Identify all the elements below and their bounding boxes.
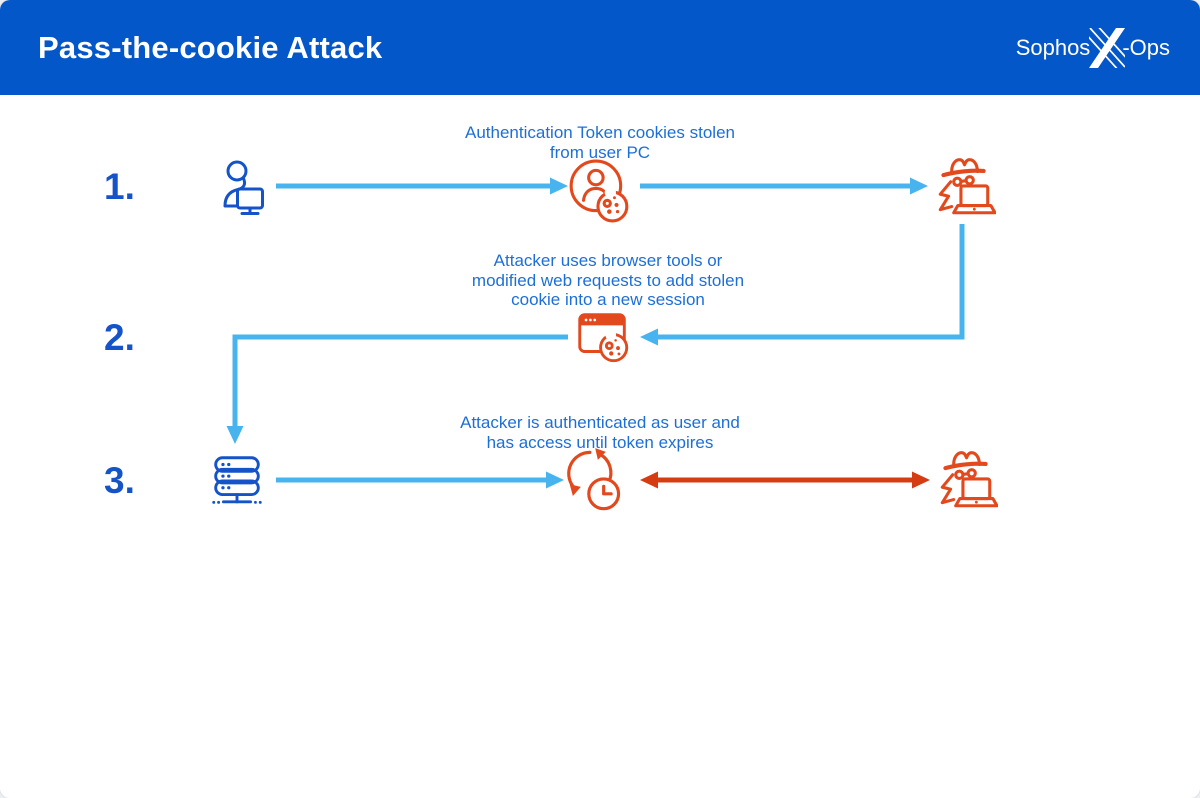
clock-refresh-icon — [558, 446, 626, 514]
brand-suffix: -Ops — [1122, 34, 1170, 60]
brand-prefix: Sophos — [1015, 34, 1091, 60]
sophos-xops-logo: Sophos -Ops — [1015, 27, 1170, 68]
step-3-caption: Attacker is authenticated as user and ha… — [460, 413, 740, 452]
arrow-attacker-to-browser — [640, 224, 965, 346]
user-pc-icon — [210, 158, 274, 222]
server-icon — [206, 450, 268, 512]
user-cookie-icon — [566, 158, 632, 224]
step-2-caption: Attacker uses browser tools or modified … — [471, 251, 745, 309]
arrow-cookie-to-attacker — [640, 177, 928, 195]
arrow-server-to-session — [276, 471, 564, 489]
sophos-x-icon — [1089, 27, 1126, 68]
step-1-caption: Authentication Token cookies stolen from… — [465, 123, 735, 162]
hacker-laptop-icon — [932, 448, 998, 514]
browser-cookie-icon — [572, 305, 634, 367]
step-3-number: 3. — [104, 460, 135, 501]
arrow-session-attacker-bidirectional — [640, 471, 930, 489]
hacker-laptop-icon — [930, 155, 996, 221]
step-1-number: 1. — [104, 166, 135, 207]
arrow-user-to-cookie — [276, 177, 568, 195]
arrow-browser-to-server — [226, 334, 568, 444]
step-2-number: 2. — [104, 317, 135, 358]
page-title: Pass-the-cookie Attack — [38, 29, 383, 65]
header-bar: Pass-the-cookie Attack Sophos -Ops — [0, 0, 1200, 95]
